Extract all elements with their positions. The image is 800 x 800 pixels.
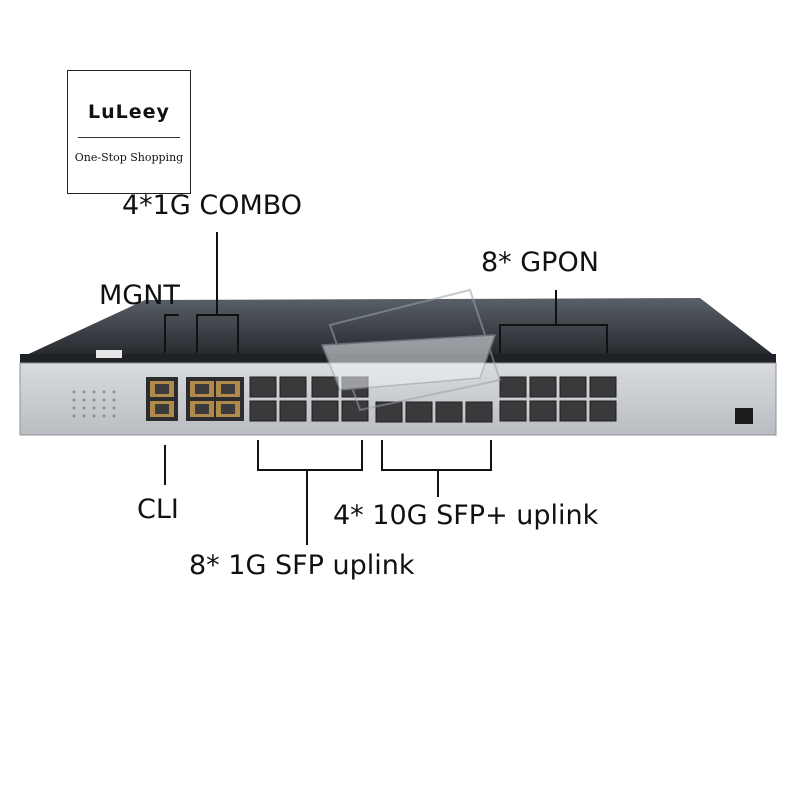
chassis-top <box>20 298 775 358</box>
watermark <box>320 288 502 412</box>
sfp-label: 8* 1G SFP uplink <box>189 550 415 581</box>
cli-mgnt-ports <box>146 377 178 421</box>
chassis-sticker <box>96 350 122 358</box>
status-led-grid <box>72 390 116 418</box>
gpon-label: 8* GPON <box>481 247 599 278</box>
combo-rj45-ports <box>186 377 244 421</box>
cli-label: CLI <box>137 494 179 525</box>
brand-logo-box: LuLeey One-Stop Shopping <box>67 70 191 194</box>
logo-divider <box>78 137 180 138</box>
sfp-plus-label: 4* 10G SFP+ uplink <box>333 500 599 531</box>
mgnt-label: MGNT <box>99 280 180 311</box>
brand-tagline: One-Stop Shopping <box>74 151 184 164</box>
sfp-plus-10g-ports <box>375 401 493 423</box>
brand-logo: LuLeey <box>88 101 170 123</box>
power-switch <box>735 408 753 424</box>
callout-lines <box>164 232 608 545</box>
combo-label: 4*1G COMBO <box>122 190 303 221</box>
gpon-ports <box>499 376 617 422</box>
